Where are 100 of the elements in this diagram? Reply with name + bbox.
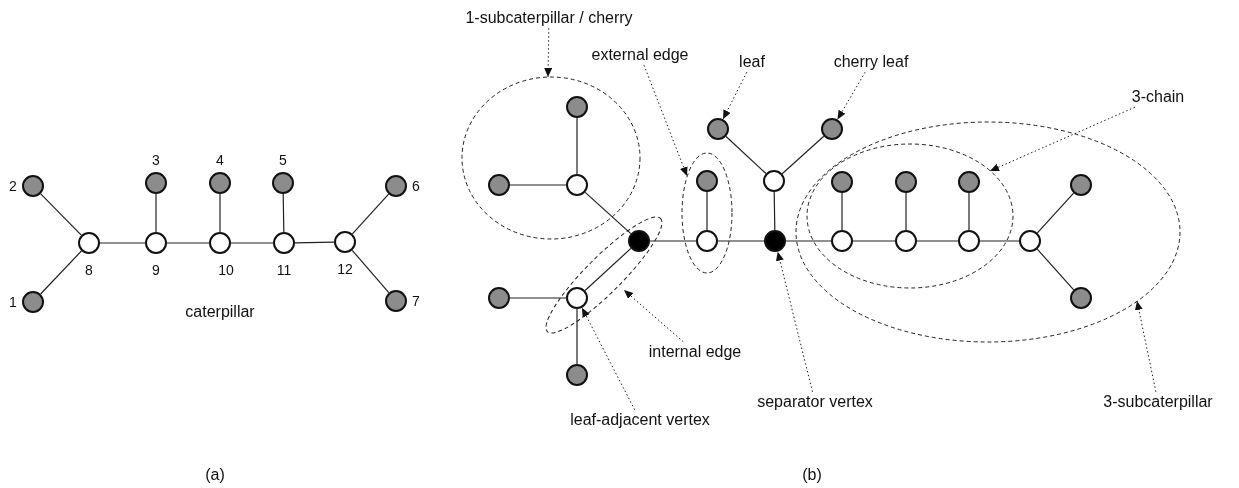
vertex-number: 7	[412, 292, 420, 310]
vertex-circle	[764, 230, 786, 252]
leader-line	[643, 64, 688, 177]
vertex-circle	[895, 230, 917, 252]
tree-edge	[968, 192, 970, 231]
tree-edge	[230, 242, 274, 244]
tree-edge	[351, 193, 390, 235]
vertex-circle	[895, 171, 917, 193]
tree-edge	[351, 249, 390, 294]
annotation-label: external edge	[591, 45, 689, 65]
annotation-label: 3-subcaterpillar	[1103, 392, 1213, 412]
vertex-circle	[566, 364, 588, 386]
leader-line	[581, 307, 636, 411]
vertex-number: 10	[218, 261, 234, 279]
tree-edge	[717, 240, 765, 242]
tree-edge	[706, 191, 708, 231]
vertex-circle	[958, 171, 980, 193]
tree-edge	[781, 135, 825, 175]
vertex-number: 5	[279, 151, 287, 169]
tree-edge	[905, 192, 907, 231]
dashed-ellipse	[681, 152, 733, 274]
vertex-circle	[831, 230, 853, 252]
tree-edge	[584, 247, 632, 292]
tree-edge	[509, 184, 567, 186]
vertex-number: 8	[85, 261, 93, 279]
leader-line	[722, 71, 748, 120]
vertex-circle	[385, 175, 407, 197]
vertex-number: 2	[9, 177, 17, 195]
annotation-label: leaf-adjacent vertex	[570, 410, 710, 430]
vertex-circle	[145, 172, 167, 194]
tree-edge	[219, 193, 221, 233]
vertex-circle	[566, 287, 588, 309]
dashed-ellipse	[795, 121, 1181, 343]
vertex-circle	[209, 172, 231, 194]
tree-edge	[773, 191, 776, 231]
tree-edge	[99, 242, 146, 244]
vertex-circle	[566, 96, 588, 118]
vertex-circle	[696, 230, 718, 252]
tree-edge	[785, 240, 832, 242]
vertex-circle	[821, 118, 843, 140]
tree-edge	[1036, 192, 1075, 234]
vertex-number: 9	[152, 261, 160, 279]
tree-edge	[40, 250, 82, 295]
tree-edge	[979, 240, 1020, 242]
vertex-circle	[566, 174, 588, 196]
tree-edge	[916, 240, 959, 242]
vertex-circle	[145, 232, 167, 254]
vertex-circle	[707, 118, 729, 140]
vertex-circle	[958, 230, 980, 252]
vertex-circle	[385, 290, 407, 312]
tree-edge	[40, 193, 82, 236]
tree-edge	[1036, 248, 1075, 291]
tree-edge	[725, 135, 767, 175]
dashed-ellipse	[806, 143, 1014, 289]
vertex-circle	[272, 172, 294, 194]
vertex-number: 11	[276, 261, 292, 279]
tree-edge	[841, 192, 843, 231]
vertex-circle	[78, 232, 100, 254]
vertex-circle	[273, 232, 295, 254]
annotation-label: cherry leaf	[833, 52, 909, 72]
dashed-ellipse	[545, 216, 663, 334]
leader-line	[989, 106, 1136, 172]
tree-edge	[282, 193, 285, 233]
vertex-circle	[831, 171, 853, 193]
panel-label: (b)	[802, 465, 822, 485]
leader-line	[544, 27, 553, 78]
vertex-number: 4	[216, 151, 224, 169]
vertex-number: 3	[152, 151, 160, 169]
vertex-circle	[334, 231, 356, 253]
leader-line	[776, 251, 813, 393]
tree-edge	[166, 242, 210, 244]
vertex-circle	[1019, 230, 1041, 252]
annotation-label: leaf	[739, 52, 765, 72]
vertex-number: 1	[9, 293, 17, 311]
leader-line	[623, 289, 684, 343]
annotation-label: internal edge	[648, 342, 742, 362]
vertex-circle	[1070, 287, 1092, 309]
vertex-circle	[488, 287, 510, 309]
vertex-circle	[696, 170, 718, 192]
graph-label: caterpillar	[185, 302, 255, 322]
tree-edge	[576, 308, 578, 365]
vertex-circle	[628, 230, 650, 252]
vertex-circle	[22, 291, 44, 313]
leader-line	[1134, 300, 1157, 393]
annotation-label: 1-subcaterpillar / cherry	[465, 8, 633, 28]
tree-edge	[852, 240, 896, 242]
annotation-label: 3-chain	[1131, 87, 1185, 107]
panel-label: (a)	[205, 465, 225, 485]
vertex-circle	[22, 175, 44, 197]
tree-edge	[649, 240, 697, 242]
leader-line	[837, 71, 866, 120]
vertex-number: 6	[412, 177, 420, 195]
vertex-circle	[209, 232, 231, 254]
vertex-circle	[1070, 174, 1092, 196]
tree-edge	[294, 241, 335, 244]
tree-edge	[576, 117, 578, 175]
dashed-ellipse	[461, 76, 641, 240]
tree-edge	[509, 297, 567, 299]
vertex-circle	[488, 174, 510, 196]
vertex-circle	[763, 170, 785, 192]
